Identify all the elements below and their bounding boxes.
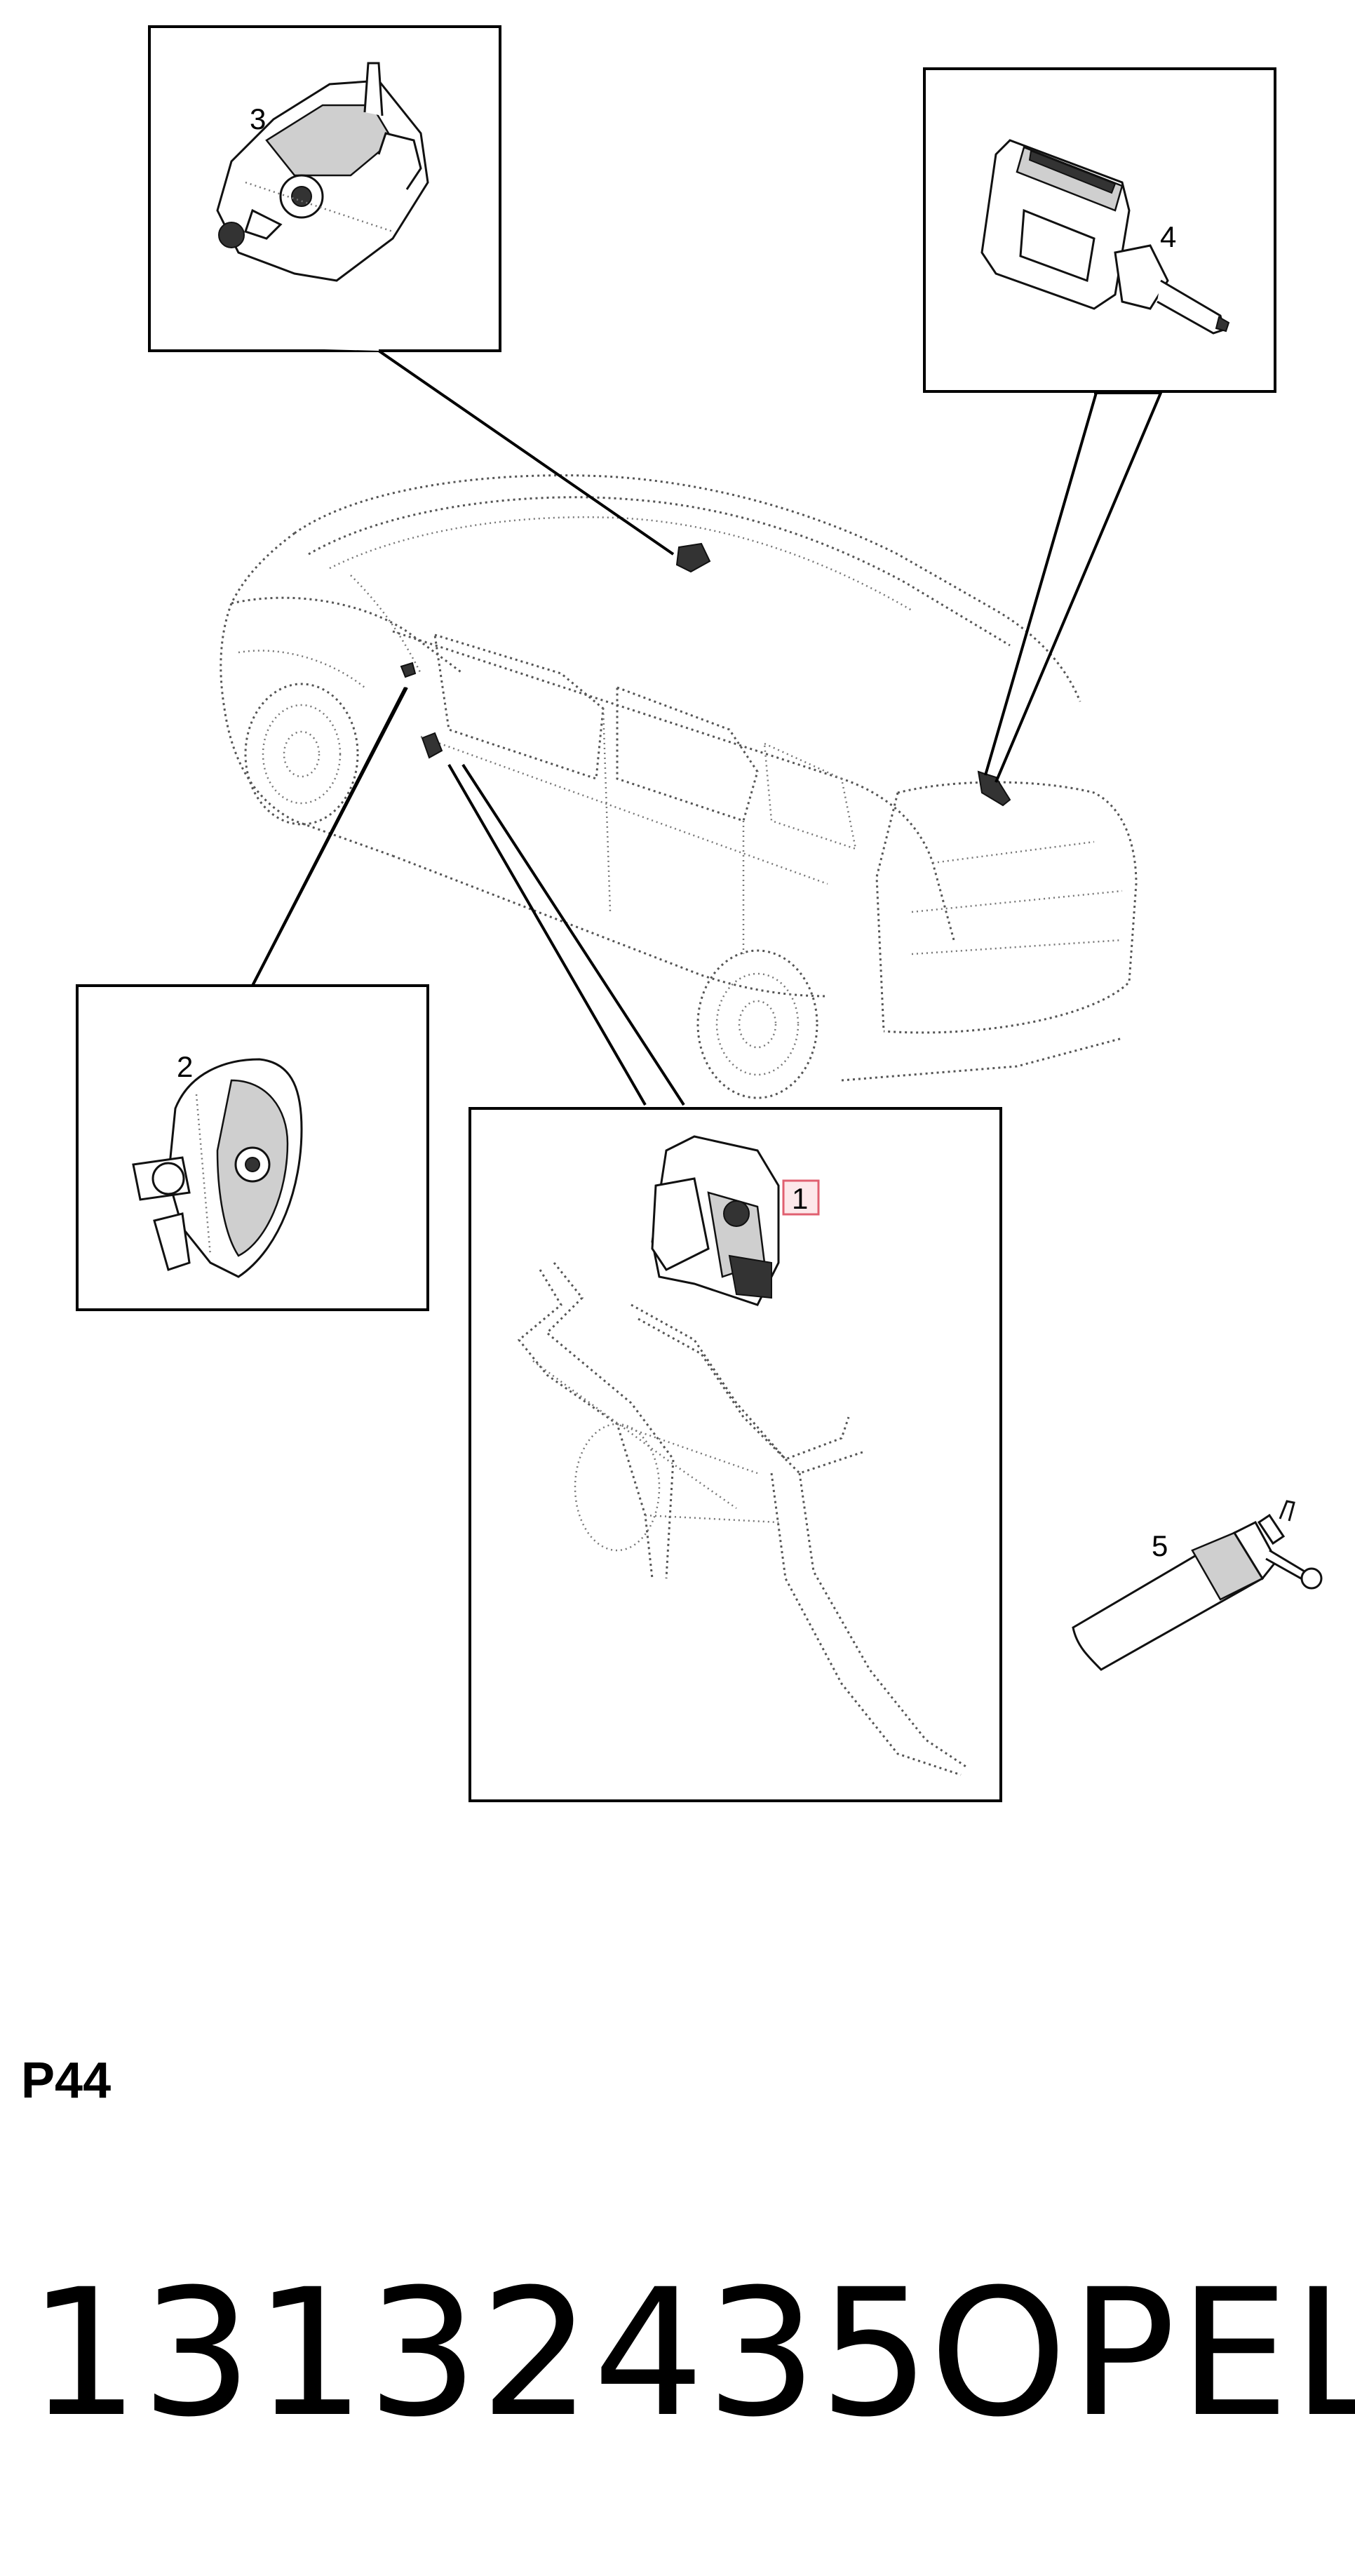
detail-part-5: 5 bbox=[1072, 1500, 1323, 1671]
callout-5: 5 bbox=[1152, 1529, 1168, 1562]
callout-2: 2 bbox=[177, 1050, 193, 1083]
window-regulator-motor-part bbox=[132, 1058, 303, 1278]
rear-door-actuator-part bbox=[216, 62, 429, 282]
callout-1-highlight bbox=[782, 1179, 820, 1216]
window-regulator-frame bbox=[517, 1262, 969, 1776]
callout-4: 4 bbox=[1160, 220, 1176, 253]
brand-name: OPEL bbox=[929, 2251, 1355, 2455]
page-code: P44 bbox=[21, 2053, 112, 2109]
grease-tube-part bbox=[1072, 1500, 1323, 1671]
window-motor-part bbox=[651, 1135, 780, 1306]
detail-box-4: 4 bbox=[923, 67, 1276, 393]
vehicle-outline bbox=[220, 474, 1138, 1099]
part-number: 13132435 bbox=[28, 2251, 932, 2455]
detail-box-3: 3 bbox=[148, 25, 501, 352]
callout-1: 1 bbox=[792, 1182, 808, 1215]
callout-3: 3 bbox=[250, 102, 266, 135]
detail-box-2: 2 bbox=[76, 984, 429, 1311]
detail-box-1: 1 bbox=[468, 1107, 1002, 1802]
control-module-part bbox=[980, 139, 1230, 335]
